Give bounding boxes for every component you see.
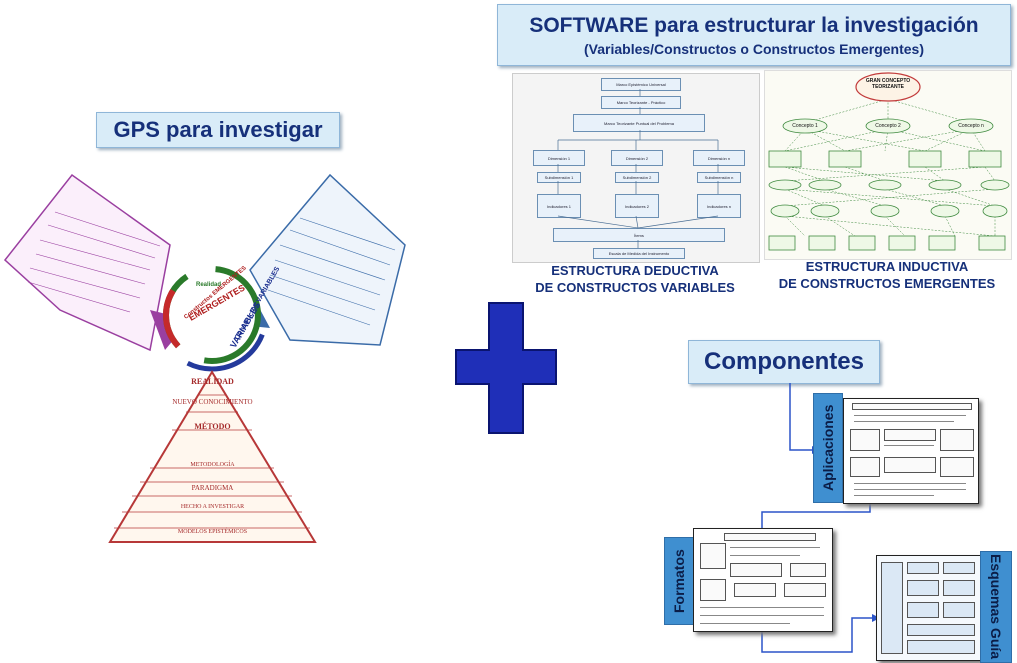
- pyramid: [108, 370, 317, 543]
- plus-sign: [455, 302, 557, 434]
- ind-concept-1: Concepto 1: [792, 123, 818, 129]
- aplicaciones-tab[interactable]: Aplicaciones: [813, 393, 843, 503]
- esquemas-tab[interactable]: Esquemas Guía: [980, 551, 1012, 663]
- inductive-caption-line1: ESTRUCTURA INDUCTIVA: [805, 259, 969, 274]
- deductive-caption-line1: ESTRUCTURA DEDUCTIVA: [551, 263, 719, 278]
- ind-top-node: GRAN CONCEPTO TEORIZANTE: [865, 78, 911, 90]
- esquemas-label: Esquemas Guía: [988, 554, 1004, 660]
- ded-node-sub-2: Subdimensión 2: [615, 172, 659, 183]
- deductive-caption: ESTRUCTURA DEDUCTIVA DE CONSTRUCTOS VARI…: [512, 262, 758, 296]
- pyramid-label-conocimiento: NUEVO CONOCIMIENTO: [172, 398, 253, 406]
- formatos-doc: [693, 528, 833, 632]
- gps-title: GPS para investigar: [113, 117, 323, 142]
- inductive-diagram: GRAN CONCEPTO TEORIZANTE Concepto 1 Conc…: [764, 70, 1012, 260]
- software-title-box: SOFTWARE para estructurar la investigaci…: [497, 4, 1011, 66]
- cycle-word-realidad: Realidad: [196, 282, 222, 288]
- pyramid-label-hecho: HECHO A INVESTIGAR: [180, 504, 245, 510]
- ded-node-dim-n: Dimensión n: [693, 150, 745, 166]
- software-title: SOFTWARE para estructurar la investigaci…: [529, 14, 979, 37]
- pyramid-label-metodologia: METODOLOGÍA: [190, 462, 235, 468]
- ind-concept-2: Concepto 2: [875, 123, 901, 129]
- esquemas-doc: [876, 555, 982, 661]
- ded-node-items: Ítems: [553, 228, 725, 242]
- central-cycle: EMERGENTES VARIABLES: [155, 258, 269, 372]
- ded-node-ind-1: Indicadores 1: [537, 194, 581, 218]
- software-subtitle: (Variables/Constructos o Constructos Eme…: [584, 41, 924, 57]
- ded-node-epistemico: Marco Epistémico Universal: [601, 78, 681, 91]
- pyramid-label-paradigma: PARADIGMA: [191, 484, 234, 492]
- pyramid-labels: REALIDAD NUEVO CONOCIMIENTO MÉTODO METOD…: [110, 372, 315, 542]
- formatos-label: Formatos: [671, 549, 687, 613]
- gps-diagram: EMERGENTES VARIABLES: [3, 173, 406, 543]
- ded-node-sub-n: Subdimensión n: [697, 172, 741, 183]
- pyramid-label-modelos: MODELOS EPISTÉMICOS: [177, 529, 248, 535]
- ded-node-scale: Escala de Medida del Instrumento: [593, 248, 685, 259]
- aplicaciones-doc: [843, 398, 979, 504]
- ded-node-dim-1: Dimensión 1: [533, 150, 585, 166]
- ded-node-dim-2: Dimensión 2: [611, 150, 663, 166]
- deductive-caption-line2: DE CONSTRUCTOS VARIABLES: [535, 280, 735, 295]
- inductive-caption-line2: DE CONSTRUCTOS EMERGENTES: [778, 276, 996, 291]
- ded-node-ind-n: Indicadores n: [697, 194, 741, 218]
- ded-node-sub-1: Subdimensión 1: [537, 172, 581, 183]
- pyramid-label-metodo: MÉTODO: [194, 422, 231, 431]
- ind-concept-n: Concepto n: [958, 123, 984, 129]
- pyramid-label-realidad: REALIDAD: [191, 377, 234, 386]
- componentes-title-box: Componentes: [688, 340, 880, 384]
- formatos-tab[interactable]: Formatos: [664, 537, 694, 625]
- ded-node-puntual: Marco Teorizante Puntual del Problema: [573, 114, 705, 132]
- ind-network: [768, 72, 1010, 251]
- inductive-caption: ESTRUCTURA INDUCTIVA DE CONSTRUCTOS EMER…: [764, 258, 1010, 292]
- gps-title-box: GPS para investigar: [96, 112, 340, 148]
- componentes-title: Componentes: [703, 348, 864, 375]
- ded-node-teorizante: Marco Teorizante - Práctico: [601, 96, 681, 109]
- ded-node-ind-2: Indicadores 2: [615, 194, 659, 218]
- ded-connectors: [557, 89, 719, 248]
- deductive-diagram: Marco Epistémico Universal Marco Teoriza…: [512, 73, 760, 263]
- aplicaciones-label: Aplicaciones: [820, 404, 836, 492]
